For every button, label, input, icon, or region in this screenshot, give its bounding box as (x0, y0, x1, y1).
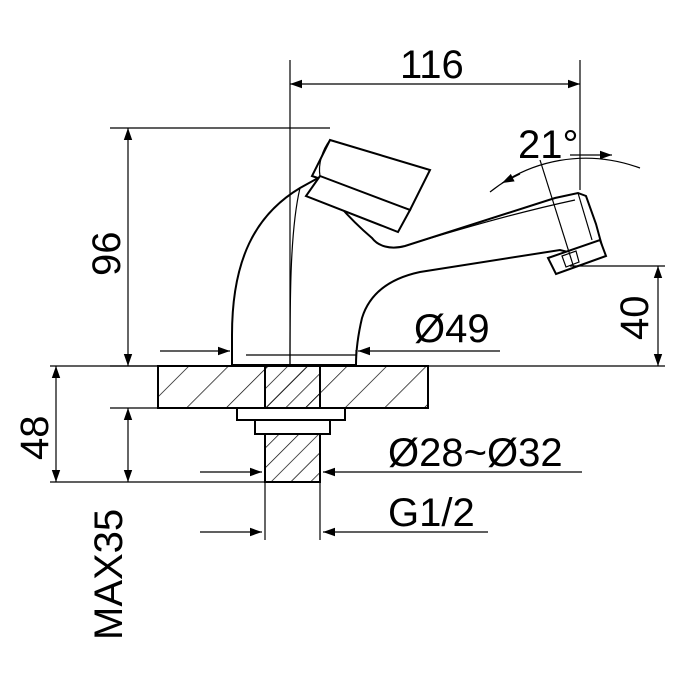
dim-hole-diameter: Ø28~Ø32 (388, 431, 563, 475)
faucet-outline (231, 138, 608, 366)
dim-height-48: 48 (13, 416, 57, 461)
dim-width-116: 116 (400, 43, 464, 87)
dim-height-96: 96 (85, 232, 129, 277)
dim-angle-21: 21° (518, 123, 579, 167)
dim-diameter-49: Ø49 (414, 307, 490, 351)
dim-height-40: 40 (613, 296, 657, 341)
dim-max-thickness: MAX35 (87, 509, 131, 640)
countertop-section (157, 365, 429, 409)
dim-thread: G1/2 (388, 491, 475, 535)
dimension-lines (50, 60, 665, 540)
mounting-hardware (236, 407, 346, 483)
